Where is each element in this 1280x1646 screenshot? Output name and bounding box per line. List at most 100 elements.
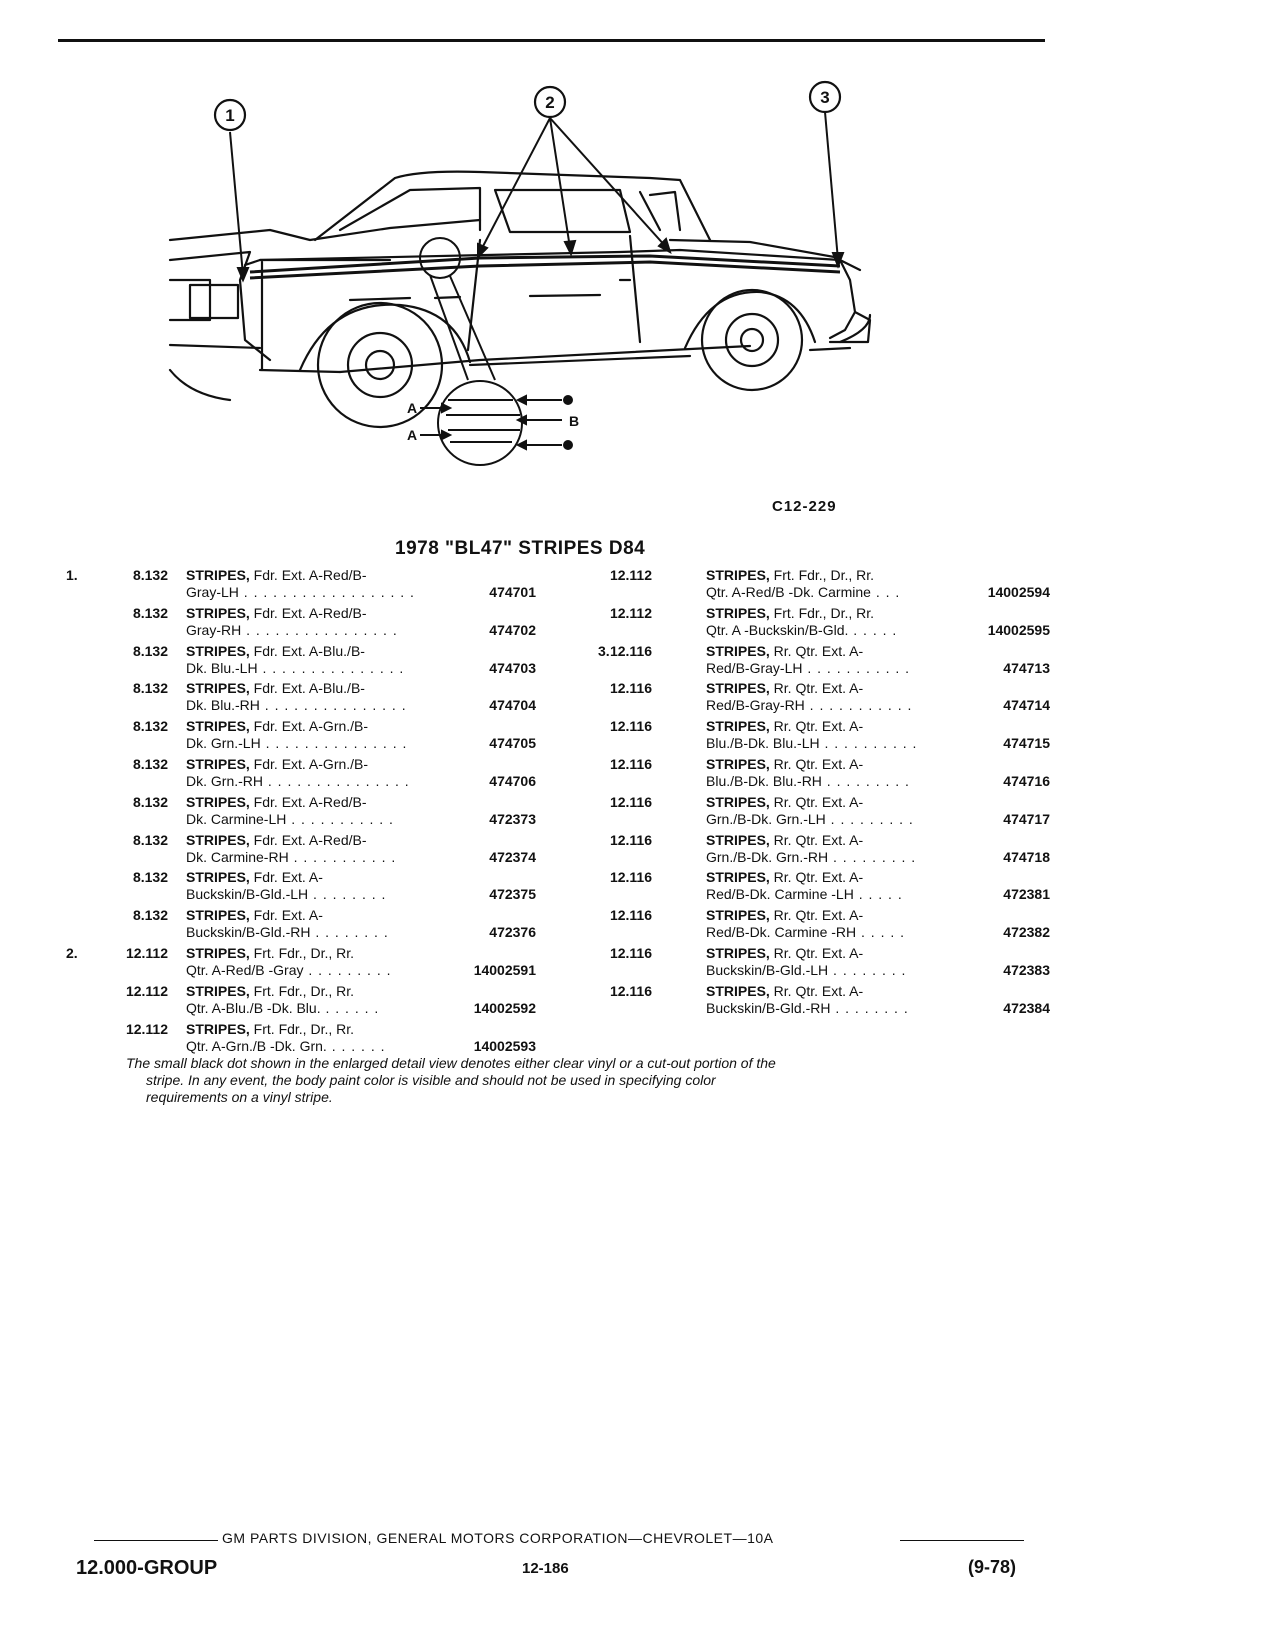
leader-dots: . . . . . . . . . . . . . . . [260,735,408,752]
part-description: STRIPES, Fdr. Ext. A-Buckskin/B-Gld.-RH … [186,907,389,941]
part-description-line-1: Fdr. Ext. A-Red/B- [249,567,367,583]
part-description-line-1: Rr. Qtr. Ext. A- [769,982,864,999]
part-description-line-1: Frt. Fdr., Dr., Rr. [769,604,875,621]
group-number: 12.116 [609,718,652,735]
part-description: STRIPES, Rr. Qtr. Ext. A-Blu./B-Dk. Blu.… [706,718,917,752]
part-number: 474717 [1003,810,1050,827]
footnote: The small black dot shown in the enlarge… [126,1055,1026,1106]
part-description-line-1: Rr. Qtr. Ext. A- [769,944,864,961]
parts-list-entry: 12.116 STRIPES, Rr. Qtr. Ext. A-Blu./B-Dk… [598,718,1050,756]
part-variant: Buckskin/B-Gld.-LH [706,961,829,978]
group-number: 12.112 [609,604,652,621]
part-keyword: STRIPES, [186,907,250,924]
part-description-line-2: Qtr. A-Blu./B -Dk. Blu. . . . . . . [186,1000,379,1017]
leader-dots: . . . . . . . . . . . [802,659,911,676]
group-number: 12.112 [125,982,168,999]
detail-label-b: B [569,413,579,429]
part-keyword: STRIPES, [186,567,250,583]
leader-dots: . . . . . . [320,999,380,1016]
part-keyword: STRIPES, [706,680,770,697]
item-index: 2. [66,944,78,961]
part-keyword: STRIPES, [706,718,770,735]
diagram-code: C12-229 [772,498,837,515]
part-description-line-2: Gray-RH . . . . . . . . . . . . . . . . [186,622,398,639]
part-description-line-2: Red/B-Gray-LH . . . . . . . . . . . [706,660,910,677]
part-description-line-1: Fdr. Ext. A-Red/B- [249,793,367,810]
leader-dots: . . . . . [856,924,906,941]
part-number: 472374 [489,848,536,865]
group-number: 8.132 [132,680,168,697]
item-index: 1. [66,567,78,583]
part-number: 14002593 [473,1037,536,1054]
footer-rule-left [94,1540,218,1541]
part-description: STRIPES, Rr. Qtr. Ext. A-Blu./B-Dk. Blu.… [706,756,910,790]
part-number: 14002595 [987,621,1050,638]
group-number: 12.116 [609,982,652,999]
part-number: 472375 [489,886,536,903]
part-variant: Dk. Carmine-RH [186,848,289,865]
part-keyword: STRIPES, [706,567,770,583]
part-number: 474705 [489,735,536,752]
part-description-line-2: Qtr. A -Buckskin/B-Gld. . . . . . [706,622,897,639]
part-number: 474714 [1003,697,1050,714]
part-description: STRIPES, Rr. Qtr. Ext. A-Red/B-Dk. Carmi… [706,907,905,941]
part-keyword: STRIPES, [186,1020,250,1037]
part-number: 474704 [489,697,536,714]
part-variant: Qtr. A -Buckskin/B-Gld. [706,621,849,638]
part-description: STRIPES, Rr. Qtr. Ext. A-Red/B-Gray-RH .… [706,680,912,714]
part-description-line-2: Grn./B-Dk. Grn.-LH . . . . . . . . . [706,811,914,828]
part-description-line-2: Blu./B-Dk. Blu.-RH . . . . . . . . . [706,773,910,790]
part-description: STRIPES, Rr. Qtr. Ext. A-Grn./B-Dk. Grn.… [706,832,916,866]
part-variant: Red/B-Gray-LH [706,659,803,676]
group-number: 12.112 [609,567,652,583]
part-description: STRIPES, Rr. Qtr. Ext. A-Buckskin/B-Gld.… [706,945,906,979]
part-description-line-2: Buckskin/B-Gld.-RH . . . . . . . . [186,924,389,941]
group-number: 8.132 [132,718,168,735]
part-keyword: STRIPES, [186,869,250,886]
callout-1-circle [213,98,247,132]
part-description-line-2: Dk. Carmine-LH . . . . . . . . . . . [186,811,394,828]
part-description-line-1: Rr. Qtr. Ext. A- [769,755,864,772]
group-number: 12.112 [125,1020,168,1037]
part-keyword: STRIPES, [186,755,250,772]
part-description-line-2: Buckskin/B-Gld.-LH . . . . . . . . [706,962,906,979]
group-number: 8.132 [132,604,168,621]
part-variant: Qtr. A-Grn./B -Dk. Grn. [186,1037,327,1054]
car-stripes-illustration: 1 2 3 A A B [168,80,872,466]
part-description: STRIPES, Rr. Qtr. Ext. A-Red/B-Gray-LH .… [706,643,910,677]
part-description-line-2: Dk. Blu.-LH . . . . . . . . . . . . . . … [186,660,404,677]
part-description-line-2: Buckskin/B-Gld.-RH . . . . . . . . [706,1000,909,1017]
part-keyword: STRIPES, [186,718,250,735]
part-number: 474702 [489,621,536,638]
part-variant: Red/B-Dk. Carmine -RH [706,924,857,941]
part-description-line-1: Rr. Qtr. Ext. A- [769,680,864,697]
leader-dots: . . . . . . . . . . . . . . . [263,772,410,789]
revision-date: (9-78) [968,1557,1017,1577]
part-keyword: STRIPES, [706,642,770,659]
leader-dots: . . . . . . . . [828,961,907,978]
part-keyword: STRIPES, [186,944,250,961]
detail-label-a-top: A [407,400,417,416]
part-variant: Blu./B-Dk. Blu.-RH [706,772,822,789]
part-description-line-1: Rr. Qtr. Ext. A- [769,907,864,924]
callout-2-label: 2 [545,93,554,112]
group-number: 12.116 [609,944,652,961]
top-rule [58,39,1045,42]
part-variant: Grn./B-Dk. Grn.-RH [706,848,829,865]
part-description-line-2: Dk. Blu.-RH . . . . . . . . . . . . . . … [186,697,407,714]
part-description-line-1: Fdr. Ext. A-Blu./B- [249,680,365,697]
part-keyword: STRIPES, [186,982,250,999]
part-variant: Dk. Blu.-LH [186,659,258,676]
part-description-line-1: Frt. Fdr., Dr., Rr. [249,982,355,999]
part-description-line-2: Dk. Grn.-RH . . . . . . . . . . . . . . … [186,773,410,790]
